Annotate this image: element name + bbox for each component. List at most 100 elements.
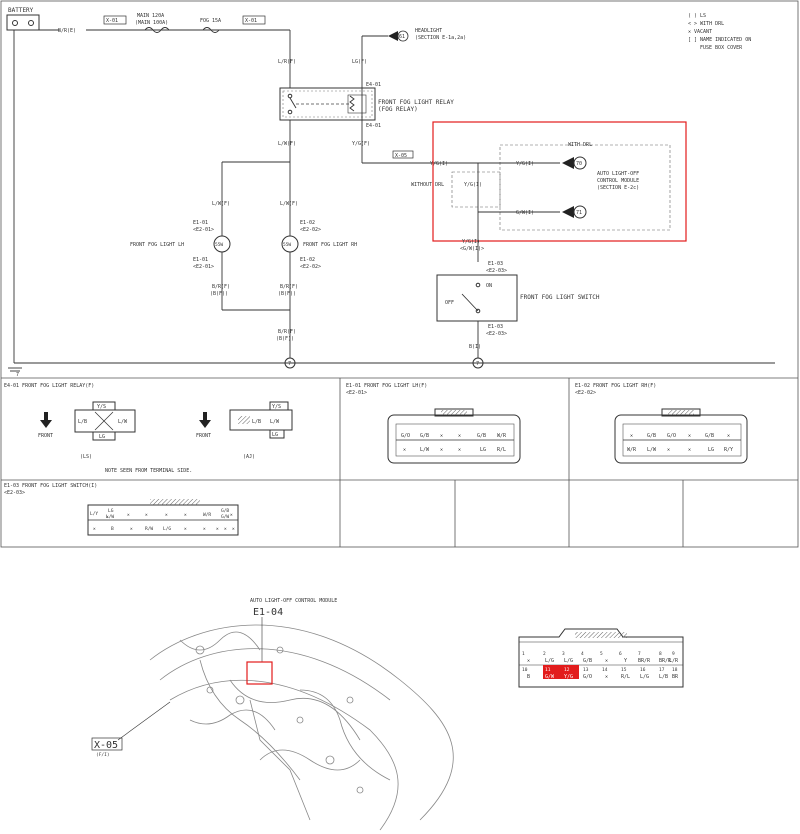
legend-2: < > WITH DRL <box>688 21 724 27</box>
svg-text:L/B: L/B <box>659 674 668 680</box>
svg-text:✕: ✕ <box>440 433 443 439</box>
svg-text:L/W: L/W <box>647 447 657 453</box>
svg-text:✕: ✕ <box>605 658 608 664</box>
svg-text:ON: ON <box>486 283 492 289</box>
headlight-ref-arrow-icon <box>388 31 398 41</box>
svg-text:✕: ✕ <box>403 447 406 453</box>
svg-text:E1-02: E1-02 <box>300 220 315 226</box>
svg-text:L/W(F): L/W(F) <box>212 201 230 207</box>
svg-text:R/L: R/L <box>497 447 506 453</box>
wire-batt: B/R(E) <box>58 28 76 34</box>
svg-text:8: 8 <box>659 651 662 657</box>
dashboard-harness-sketch <box>149 624 454 831</box>
module-71-arrow-icon <box>562 206 574 218</box>
svg-text:✕: ✕ <box>130 527 133 532</box>
svg-text:Y/G: Y/G <box>564 674 573 680</box>
svg-text:Y/G(I): Y/G(I) <box>464 182 482 188</box>
rh-pins-bot: W/R L/W ✕ ✕ LG R/Y <box>627 447 733 453</box>
svg-text:G/B: G/B <box>420 433 429 439</box>
svg-text:Y/G(I): Y/G(I) <box>430 161 448 167</box>
svg-text:(SECTION E-1a,2a): (SECTION E-1a,2a) <box>415 35 466 41</box>
svg-text:FOG 15A: FOG 15A <box>200 18 221 24</box>
battery-box <box>6 14 40 31</box>
svg-text:70: 70 <box>576 161 582 167</box>
svg-text:7: 7 <box>16 372 19 378</box>
svg-text:✕: ✕ <box>727 433 730 439</box>
svg-text:B: B <box>527 674 530 680</box>
svg-text:G/B: G/B <box>221 508 229 514</box>
svg-text:✕: ✕ <box>230 513 233 518</box>
switch-pins-bot: ✕ B ✕ R/W L/G ✕ ✕ ✕ ✕ ✕ <box>93 526 235 532</box>
svg-text:(LS): (LS) <box>80 454 92 460</box>
module-location-label: AUTO LIGHT-OFF CONTROL MODULE <box>250 598 337 604</box>
svg-text:E4-01: E4-01 <box>366 82 381 88</box>
svg-text:✕: ✕ <box>630 433 633 439</box>
svg-text:MAIN 120A: MAIN 120A <box>137 13 164 19</box>
svg-text:FRONT FOG LIGHT RH: FRONT FOG LIGHT RH <box>303 242 357 248</box>
legend-3: ✕ VACANT <box>688 29 712 35</box>
svg-text:(B(F)): (B(F)) <box>210 291 228 297</box>
svg-text:✕: ✕ <box>527 658 530 664</box>
svg-text:E4-01: E4-01 <box>366 123 381 129</box>
battery-terminal-neg <box>28 20 34 26</box>
svg-text:WITH DRL: WITH DRL <box>568 142 592 148</box>
svg-text:55W: 55W <box>215 242 223 248</box>
svg-text:17: 17 <box>659 667 665 673</box>
svg-text:✕: ✕ <box>224 527 227 532</box>
svg-text:B/R(F): B/R(F) <box>280 284 298 290</box>
lh-pins-bot: ✕ L/W ✕ ✕ LG R/L <box>403 447 506 453</box>
svg-text:AUTO LIGHT-OFF: AUTO LIGHT-OFF <box>597 171 639 177</box>
svg-text:6: 6 <box>619 651 622 657</box>
svg-text:LG: LG <box>272 432 278 438</box>
svg-text:L/W: L/W <box>106 514 114 520</box>
svg-text:61: 61 <box>399 34 405 40</box>
svg-text:55W: 55W <box>283 242 291 248</box>
svg-text:✕: ✕ <box>667 447 670 453</box>
svg-text:FRONT FOG LIGHT LH: FRONT FOG LIGHT LH <box>130 242 184 248</box>
svg-text:✕: ✕ <box>458 447 461 453</box>
fog-lamp-rh-icon <box>281 235 299 253</box>
svg-text:W/R: W/R <box>497 433 507 439</box>
svg-text:G/O: G/O <box>583 674 592 680</box>
svg-text:16: 16 <box>640 667 646 673</box>
svg-text:B(I): B(I) <box>469 344 481 350</box>
svg-text:9: 9 <box>672 651 675 657</box>
svg-text:W/R: W/R <box>627 447 637 453</box>
svg-text:L/B: L/B <box>252 419 261 425</box>
svg-text:✕: ✕ <box>688 433 691 439</box>
svg-text:X-01: X-01 <box>245 18 257 24</box>
svg-text:BR/R: BR/R <box>638 658 651 664</box>
svg-text:<G/W(I)>: <G/W(I)> <box>460 246 484 252</box>
svg-text:B/R(F): B/R(F) <box>212 284 230 290</box>
svg-text:71: 71 <box>576 210 582 216</box>
relay-coil-icon <box>349 95 355 112</box>
svg-text:E1-03: E1-03 <box>488 324 503 330</box>
svg-text:5: 5 <box>600 651 603 657</box>
svg-text:L/G: L/G <box>163 526 171 532</box>
svg-text:E1-03: E1-03 <box>488 261 503 267</box>
svg-text:<E2-02>: <E2-02> <box>300 227 321 233</box>
svg-text:E1-02 FRONT FOG LIGHT RH(F): E1-02 FRONT FOG LIGHT RH(F) <box>575 383 656 389</box>
svg-text:FRONT FOG LIGHT SWITCH: FRONT FOG LIGHT SWITCH <box>520 294 600 301</box>
svg-text:G/B: G/B <box>705 433 714 439</box>
fuse-fog-icon <box>202 27 220 33</box>
svg-text:Y/G(I): Y/G(I) <box>516 161 534 167</box>
svg-text:L/W: L/W <box>270 419 280 425</box>
svg-text:(F/I): (F/I) <box>96 752 110 758</box>
x05-label: X-05 <box>94 740 118 751</box>
svg-text:X-01: X-01 <box>106 18 118 24</box>
schematic-frame <box>0 0 799 548</box>
svg-text:7: 7 <box>288 361 291 367</box>
rh-pins-top: ✕ G/B G/O ✕ G/B ✕ <box>630 433 730 439</box>
svg-text:OFF: OFF <box>445 300 454 306</box>
svg-text:L/R(F): L/R(F) <box>278 59 296 65</box>
svg-text:FRONT: FRONT <box>38 433 53 439</box>
svg-text:E1-03 FRONT FOG LIGHT SWITCH(I: E1-03 FRONT FOG LIGHT SWITCH(I) <box>4 483 97 489</box>
svg-text:E1-01 FRONT FOG LIGHT LH(F): E1-01 FRONT FOG LIGHT LH(F) <box>346 383 427 389</box>
svg-text:7: 7 <box>638 651 641 657</box>
svg-text:B/R(F): B/R(F) <box>278 329 296 335</box>
battery-terminal-pos <box>12 20 18 26</box>
svg-text:✕: ✕ <box>184 513 187 518</box>
svg-text:13: 13 <box>583 667 589 673</box>
svg-text:Y/G(F): Y/G(F) <box>352 141 370 147</box>
